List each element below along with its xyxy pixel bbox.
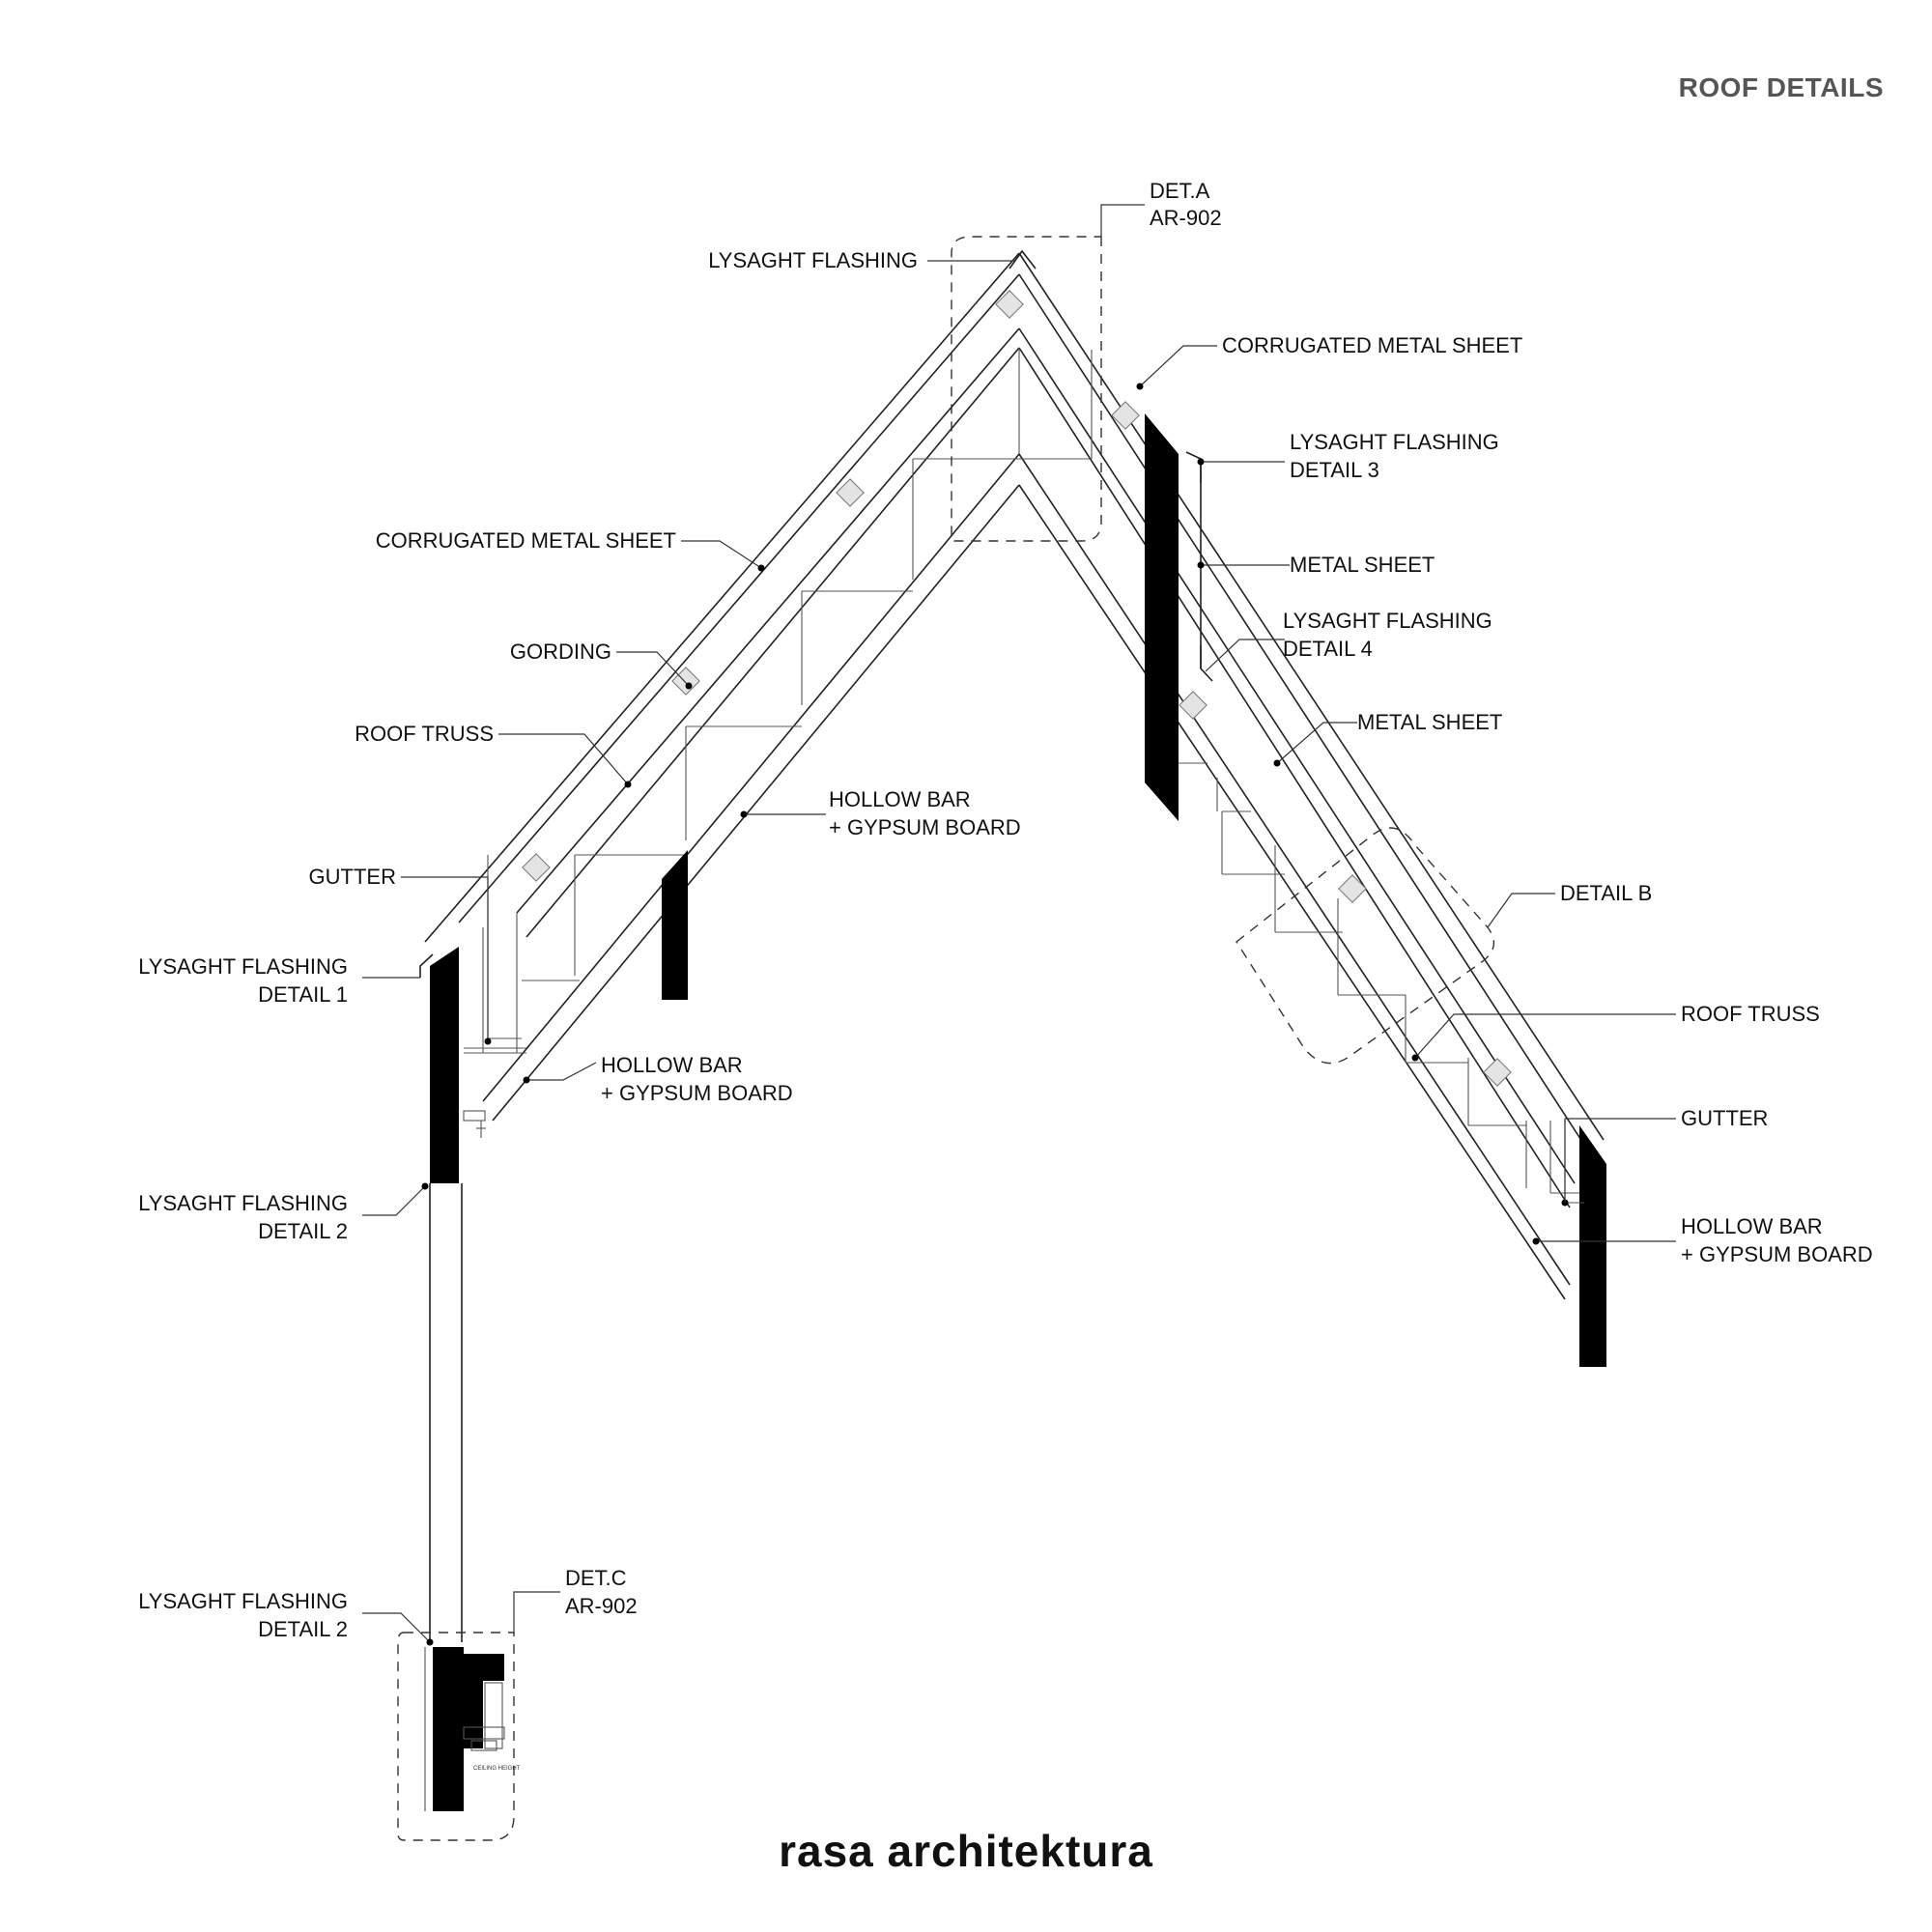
right-truss-top-chord-inner (1018, 347, 1571, 1208)
roof-structure (419, 249, 1606, 1642)
detail-callouts (397, 236, 1495, 1841)
label-flashing-detail3-line2: DETAIL 3 (1290, 458, 1379, 482)
purlins (522, 290, 1512, 1087)
label-flashing-detail2-upper-line2: DETAIL 2 (258, 1219, 348, 1243)
flashing-detail-4 (1200, 645, 1213, 682)
right-upper-wall-beam (1145, 413, 1179, 821)
right-roof-sheet-outer (1018, 252, 1605, 1141)
right-ceiling-line-inner (1018, 484, 1566, 1300)
label-corrugated-right: CORRUGATED METAL SHEET (1222, 333, 1522, 357)
left-ceiling-line-inner (492, 484, 1020, 1122)
right-truss-top-chord (1018, 327, 1576, 1184)
ceiling-bracket-left (463, 1110, 486, 1138)
annotation-labels: DET.A AR-902 LYSAGHT FLASHING CORRUGATED… (138, 179, 1872, 1641)
center-hanging-beam (662, 850, 688, 1000)
label-roof-truss-right: ROOF TRUSS (1681, 1002, 1820, 1026)
label-det-a-line1: DET.A (1150, 179, 1210, 203)
label-hollow-bar-center-line1: HOLLOW BAR (829, 787, 971, 811)
label-flashing-detail1-line1: LYSAGHT FLASHING (138, 954, 348, 979)
det-c-boundary (397, 1632, 515, 1841)
flashing-detail-1 (419, 953, 434, 978)
left-truss-top-chord-inner (526, 347, 1020, 938)
label-flashing-detail2-upper-line1: LYSAGHT FLASHING (138, 1191, 348, 1215)
label-hollow-bar-left-line1: HOLLOW BAR (601, 1053, 743, 1077)
flashing-detail-3 (1185, 451, 1202, 483)
right-ceiling-line-outer (1018, 453, 1571, 1286)
label-gutter-right: GUTTER (1681, 1106, 1768, 1130)
left-truss-webs (464, 348, 1092, 1054)
label-det-c-line2: AR-902 (565, 1594, 638, 1618)
label-hollow-bar-left-line2: + GYPSUM BOARD (601, 1081, 793, 1105)
label-metal-sheet-upper: METAL SHEET (1290, 553, 1435, 577)
label-flashing-detail1-line2: DETAIL 1 (258, 982, 348, 1007)
left-truss-top-chord (516, 327, 1020, 914)
left-ceiling-line-outer (482, 453, 1020, 1102)
detail-b-boundary (1236, 827, 1495, 1065)
label-flashing-detail4-line2: DETAIL 4 (1283, 637, 1373, 661)
page-title: ROOF DETAILS (1679, 72, 1884, 102)
left-roof-sheet-inner (458, 273, 1020, 923)
label-corrugated-left: CORRUGATED METAL SHEET (376, 528, 676, 553)
ridge-flashing (1009, 249, 1037, 270)
label-gutter-left: GUTTER (309, 865, 396, 889)
label-hollow-bar-right-line2: + GYPSUM BOARD (1681, 1242, 1873, 1266)
label-gording: GORDING (510, 639, 611, 664)
label-hollow-bar-center-line2: + GYPSUM BOARD (829, 815, 1021, 839)
right-eave-beam (1579, 1125, 1606, 1367)
left-roof-sheet-outer (424, 252, 1020, 943)
label-flashing-detail3-line1: LYSAGHT FLASHING (1290, 430, 1499, 454)
label-det-a-line2: AR-902 (1150, 206, 1222, 230)
label-hollow-bar-right-line1: HOLLOW BAR (1681, 1214, 1823, 1238)
label-flashing-detail2-lower-line2: DETAIL 2 (258, 1617, 348, 1641)
ceiling-height-note: CEILING HEIGHT (473, 1766, 521, 1772)
det-a-boundary (951, 236, 1102, 542)
left-wall-beam (430, 947, 459, 1183)
wall-base-detail: CEILING HEIGHT (424, 1647, 521, 1811)
label-lysaght-flashing-top: LYSAGHT FLASHING (708, 248, 918, 272)
label-flashing-detail4-line1: LYSAGHT FLASHING (1283, 609, 1492, 633)
right-roof-sheet-inner (1018, 273, 1585, 1146)
label-roof-truss-left: ROOF TRUSS (355, 722, 494, 746)
label-det-c-line1: DET.C (565, 1566, 627, 1590)
leaders (362, 204, 1676, 1646)
brand-logo-text: rasa architektura (779, 1826, 1153, 1876)
right-truss-webs (1091, 350, 1584, 1194)
label-detail-b: DETAIL B (1560, 881, 1652, 905)
label-flashing-detail2-lower-line1: LYSAGHT FLASHING (138, 1589, 348, 1613)
label-metal-sheet-lower: METAL SHEET (1357, 710, 1502, 734)
